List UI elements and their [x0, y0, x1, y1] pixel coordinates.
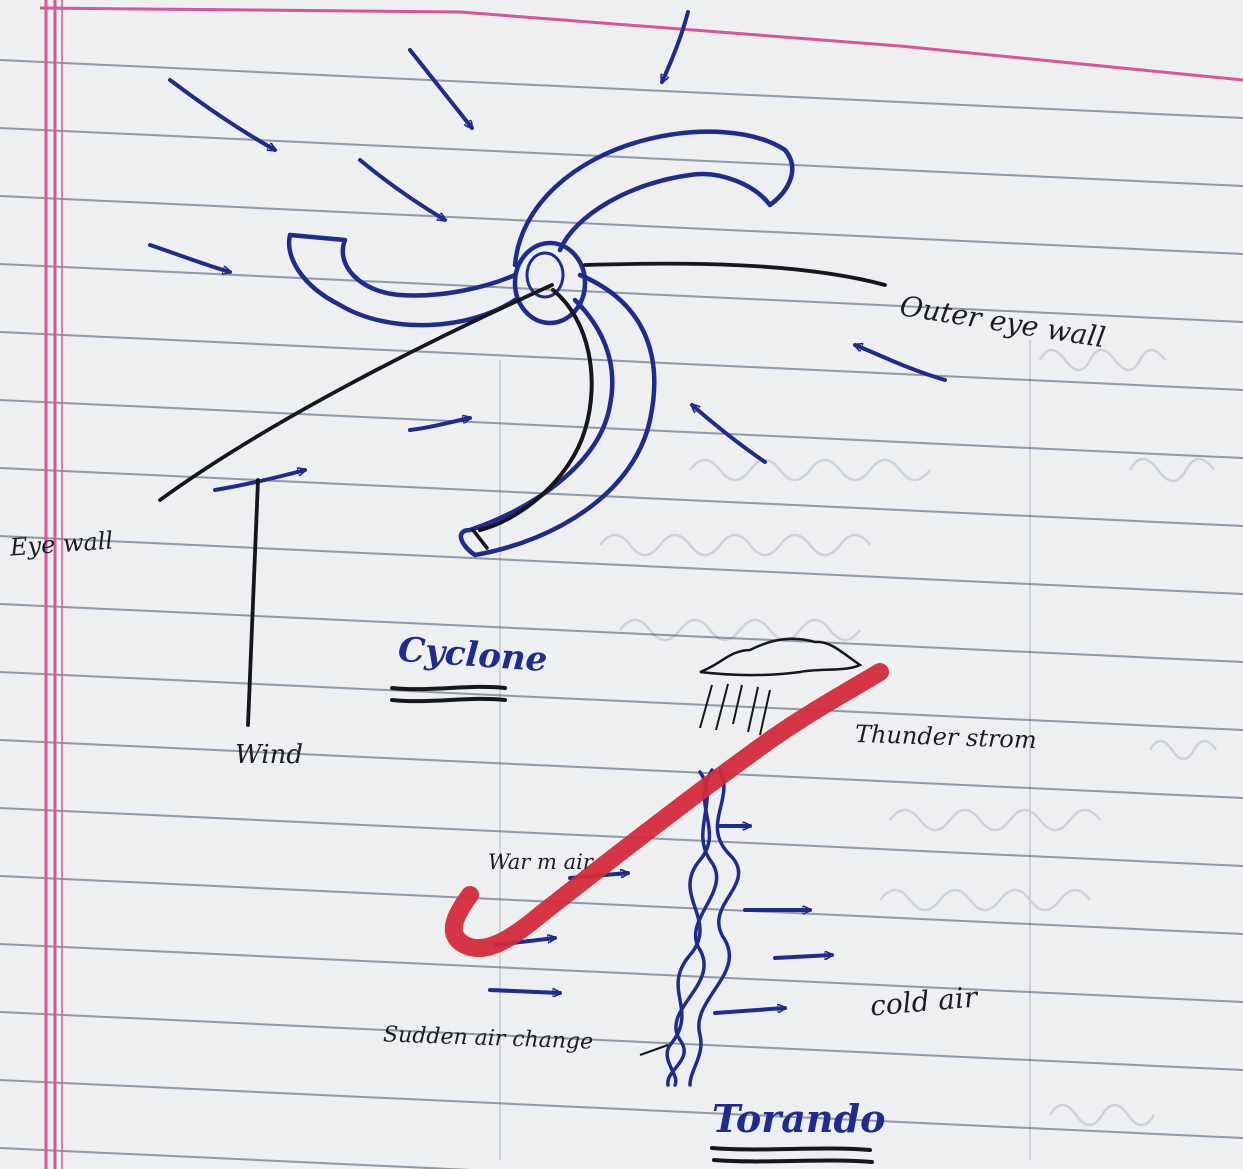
cyclone-title: Cyclone — [397, 633, 548, 677]
wind-leader — [248, 480, 258, 725]
thunderstorm-label: Thunder strom — [855, 722, 1037, 752]
rule-line — [0, 1080, 1243, 1138]
wind-arrow-9 — [215, 470, 305, 490]
wind-arrow-3 — [662, 12, 688, 82]
rule-line — [0, 60, 1243, 118]
rule-line — [0, 740, 1243, 798]
warm-air-label: War m air — [488, 852, 593, 873]
wind-label: Wind — [235, 742, 303, 768]
eye-wall-arc — [473, 290, 592, 548]
cyclone-arm-lower — [461, 275, 654, 555]
rule-line — [0, 1012, 1243, 1070]
rain-streaks — [700, 684, 770, 735]
wind-arrows — [150, 12, 945, 490]
outer-eye-wall-leader — [585, 264, 885, 285]
tornado-title-underline — [712, 1148, 872, 1162]
rule-line — [0, 196, 1243, 254]
rule-line — [0, 672, 1243, 730]
cyclone-diagram — [289, 132, 792, 555]
rule-line — [0, 944, 1243, 1002]
rule-line — [0, 536, 1243, 594]
cold-air-arrow-4 — [715, 1008, 785, 1013]
wind-arrow-5 — [150, 245, 230, 272]
sudden-air-change-leader — [640, 1045, 668, 1055]
wind-arrow-1 — [170, 80, 275, 150]
rule-line — [0, 1148, 1243, 1169]
bleed-through-text — [500, 340, 1216, 1160]
wind-arrow-2 — [410, 50, 472, 128]
storm-cloud — [700, 639, 860, 675]
eye-wall-leader — [160, 285, 552, 500]
rule-line — [0, 604, 1243, 662]
ruled-lines — [0, 60, 1243, 1169]
eye-wall-label: Eye wall — [9, 528, 114, 559]
rule-line — [0, 128, 1243, 186]
rule-line — [0, 400, 1243, 458]
cold-air-arrow-3 — [775, 955, 832, 958]
tornado-title: Torando — [712, 1100, 885, 1138]
cyclone-arm-left — [289, 235, 515, 325]
wind-arrow-4 — [360, 160, 445, 220]
